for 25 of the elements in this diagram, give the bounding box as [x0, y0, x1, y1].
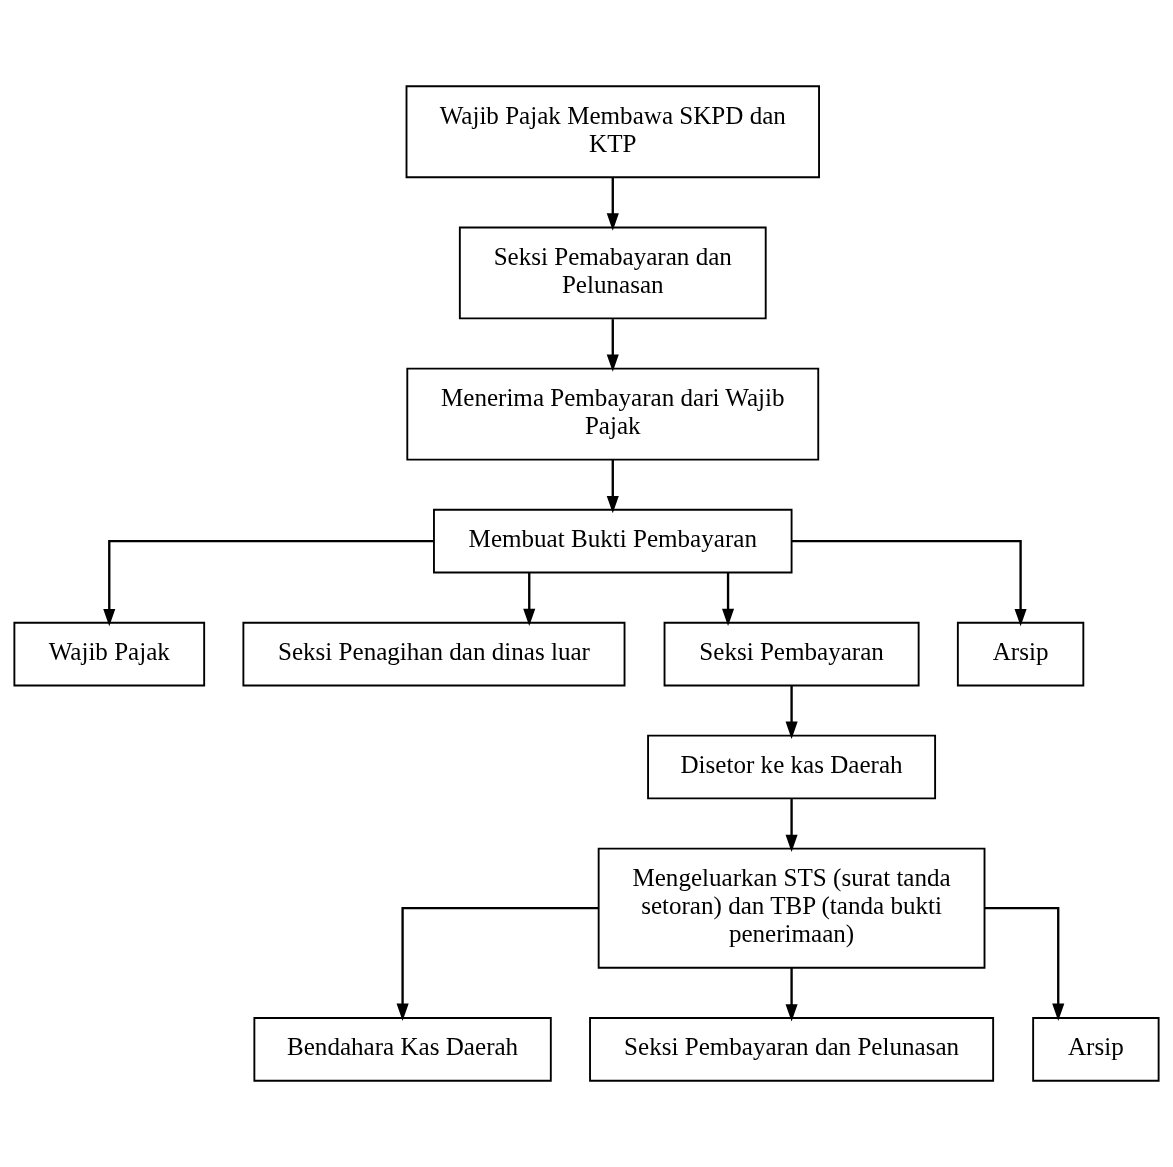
arrow [103, 539, 434, 627]
node-box: Bendahara Kas Daerah [253, 1017, 552, 1082]
node-box: Disetor ke kas Daerah [647, 734, 937, 800]
node-box: Seksi Pemabayaran dan Pelunasan [458, 226, 767, 320]
node-box: Wajib Pajak Membawa SKPD dan KTP [405, 85, 820, 179]
node-box: Membuat Bukti Pembayaran [433, 508, 793, 574]
arrow [785, 685, 798, 739]
arrow [396, 907, 599, 1021]
node-box: Mengeluarkan STS (surat tanda setoran) dan TBP (tanda bukti penerimaan) [597, 847, 986, 969]
node-box: Seksi Penagihan dan dinas luar [242, 621, 626, 687]
node-box: Seksi Pembayaran [663, 621, 920, 687]
node-box: Wajib Pajak [13, 621, 206, 687]
arrow [722, 572, 735, 626]
arrow [606, 459, 619, 514]
arrow [785, 968, 798, 1022]
arrow [606, 319, 619, 372]
node-box: Seksi Pembayaran dan Pelunasan [589, 1017, 995, 1082]
arrow [791, 539, 1027, 627]
arrow [785, 799, 798, 853]
node-box: Arsip [1032, 1017, 1160, 1082]
node-box: Menerima Pembayaran dari Wajib Pajak [406, 367, 820, 461]
node-box: Arsip [956, 621, 1085, 687]
arrow [606, 178, 619, 231]
arrow [984, 907, 1065, 1021]
arrow [523, 572, 536, 626]
